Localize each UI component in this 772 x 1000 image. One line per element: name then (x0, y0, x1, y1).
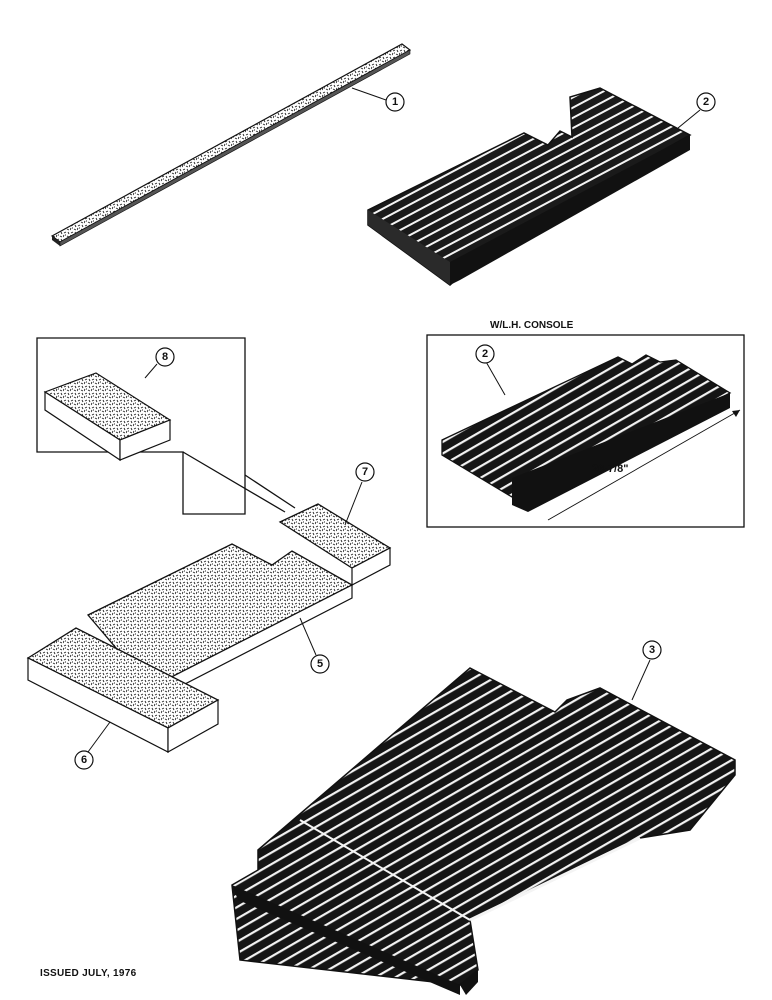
callout-8-label: 8 (162, 351, 168, 363)
callout-2: 2 (696, 92, 716, 112)
part-2-console-mat (441, 354, 732, 512)
callout-7: 7 (355, 462, 375, 482)
part-3-mat (231, 667, 736, 995)
callout-6-label: 6 (81, 754, 87, 766)
callout-5: 5 (310, 654, 330, 674)
callout-7-label: 7 (362, 466, 368, 478)
callout-6: 6 (74, 750, 94, 770)
callout-5-label: 5 (317, 658, 323, 670)
inset-8-frame (36, 337, 246, 515)
callout-2-label: 2 (703, 96, 709, 108)
callout-3: 3 (642, 640, 662, 660)
callout-2-console-label: 2 (482, 348, 488, 360)
inset-pointer-a (244, 474, 296, 509)
callout-1: 1 (385, 92, 405, 112)
leader-2-console (484, 359, 506, 396)
part-1-strip (50, 43, 412, 247)
callout-3-label: 3 (649, 644, 655, 656)
issued-date: ISSUED JULY, 1976 (40, 968, 137, 979)
leader-1 (351, 87, 387, 101)
leader-7 (344, 481, 363, 526)
part-8-block (43, 372, 172, 462)
dimension-line (547, 409, 741, 521)
leader-2 (677, 109, 701, 129)
leader-8 (144, 363, 158, 379)
leader-5 (299, 617, 317, 656)
part-2-mat (367, 87, 692, 286)
leader-3 (631, 659, 651, 701)
console-caption: W/L.H. CONSOLE (490, 320, 574, 331)
dimension-label: 26-7/8" (592, 463, 628, 475)
leader-6 (87, 721, 111, 753)
callout-2-console: 2 (475, 344, 495, 364)
callout-8: 8 (155, 347, 175, 367)
callout-1-label: 1 (392, 96, 398, 108)
inset-pointer-b (182, 451, 286, 513)
console-inset-frame (426, 334, 745, 528)
part-6-pad (26, 627, 220, 754)
part-7-pad (278, 503, 392, 586)
